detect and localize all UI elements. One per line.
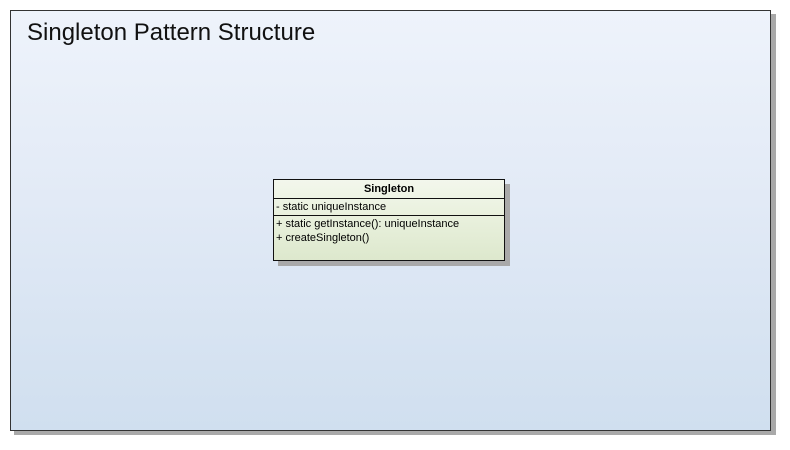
class-name: Singleton xyxy=(274,180,504,199)
attributes-compartment: - static uniqueInstance xyxy=(274,199,504,216)
singleton-class[interactable]: Singleton - static uniqueInstance + stat… xyxy=(273,179,505,261)
attribute-unique-instance[interactable]: - static uniqueInstance xyxy=(276,201,387,213)
operations-compartment: + static getInstance(): uniqueInstance +… xyxy=(274,216,504,245)
operation-get-instance[interactable]: + static getInstance(): uniqueInstance xyxy=(276,218,460,230)
diagram-title: Singleton Pattern Structure xyxy=(27,19,316,46)
operation-create-singleton[interactable]: + createSingleton() xyxy=(276,232,370,244)
